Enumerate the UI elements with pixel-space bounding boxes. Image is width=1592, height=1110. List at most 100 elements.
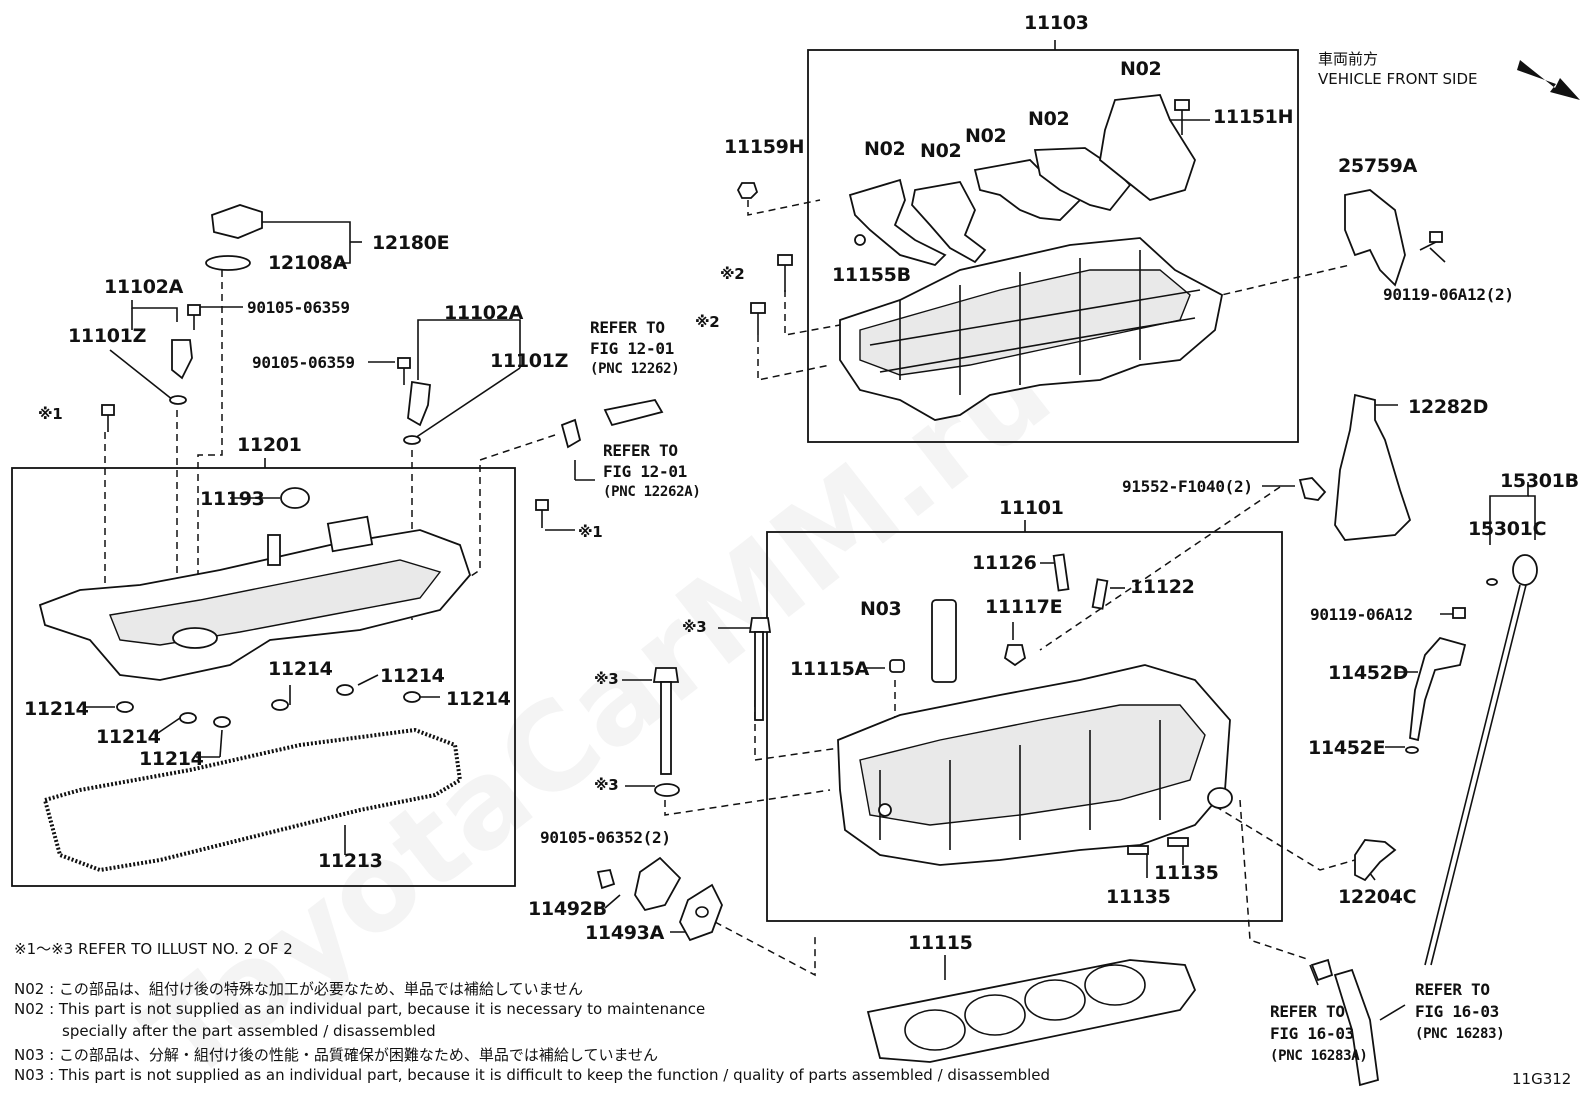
label-n02-e: N02 — [1120, 58, 1162, 80]
label-11214-a: 11214 — [268, 658, 333, 680]
refer4-line2: FIG 16-03 — [1415, 1002, 1499, 1021]
direction-jp: 車両前方 — [1318, 50, 1379, 68]
refer2-line1: REFER TO — [603, 441, 678, 460]
label-11214-d: 11214 — [24, 698, 89, 720]
refer1-line3: (PNC 12262) — [590, 361, 680, 377]
refer-pipe — [560, 398, 664, 449]
note-n03-en: N03 : This part is not supplied as an in… — [14, 1066, 1051, 1084]
mark-2-a: ※2 — [720, 265, 745, 283]
label-11122: 11122 — [1130, 576, 1195, 598]
label-11493A: 11493A — [585, 922, 665, 944]
label-15301B: 15301B — [1500, 470, 1579, 492]
note-n02-en2: specially after the part assembled / dis… — [62, 1022, 436, 1040]
label-11117E: 11117E — [985, 596, 1063, 618]
label-11155B: 11155B — [832, 264, 911, 286]
label-15301C: 15301C — [1468, 518, 1547, 540]
label-25759A: 25759A — [1338, 155, 1418, 177]
note-n02-jp: N02 : この部品は、組付け後の特殊な加工が必要なため、単品では補給していませ… — [14, 980, 584, 998]
note-n02-en1: N02 : This part is not supplied as an in… — [14, 1000, 706, 1018]
bolt-91552 — [1298, 477, 1327, 501]
label-11103: 11103 — [1024, 12, 1089, 34]
cylinder-head-cover — [38, 487, 472, 681]
label-11452D: 11452D — [1328, 662, 1409, 684]
camshaft-housing — [839, 237, 1224, 421]
label-12108A: 12108A — [268, 252, 348, 274]
cover-gasket — [42, 727, 463, 873]
label-11101: 11101 — [999, 497, 1064, 519]
label-11159H: 11159H — [724, 136, 805, 158]
hose-fitting — [1310, 958, 1379, 1087]
dipstick-15301B — [1424, 554, 1538, 966]
cylinder-head — [837, 664, 1233, 866]
label-11102A-right: 11102A — [444, 302, 524, 324]
label-11151H: 11151H — [1213, 106, 1294, 128]
label-n02-a: N02 — [864, 138, 906, 160]
label-11101Z-right: 11101Z — [490, 350, 569, 372]
label-11214-f: 11214 — [139, 748, 204, 770]
refer2-line3: (PNC 12262A) — [603, 484, 701, 500]
label-11452E: 11452E — [1308, 737, 1386, 759]
refer4-line3: (PNC 16283) — [1415, 1026, 1505, 1042]
mark-1-b: ※1 — [578, 523, 603, 541]
label-11214-c: 11214 — [446, 688, 511, 710]
label-11115A: 11115A — [790, 658, 870, 680]
guide-11452D — [1405, 607, 1467, 754]
refer3-line3: (PNC 16283A) — [1270, 1048, 1368, 1064]
label-91552-F1040-2: 91552-F1040(2) — [1122, 477, 1253, 496]
mark-1-a: ※1 — [38, 405, 63, 423]
label-11213: 11213 — [318, 850, 383, 872]
oil-filler-cap — [205, 204, 263, 271]
refer4-line1: REFER TO — [1415, 980, 1490, 999]
label-12180E: 12180E — [372, 232, 450, 254]
note-n03-jp: N03 : この部品は、分解・組付け後の性能・品質確保が困難なため、単品では補給… — [14, 1046, 659, 1064]
label-90105-06359-a: 90105-06359 — [247, 298, 350, 317]
head-small-parts — [889, 553, 1109, 683]
label-11135-a: 11135 — [1154, 862, 1219, 884]
bolts-11103 — [736, 99, 1190, 335]
head-gasket — [866, 959, 1197, 1063]
bearing-caps — [848, 94, 1196, 267]
refer3-line2: FIG 16-03 — [1270, 1024, 1354, 1043]
mark-3-c: ※3 — [594, 776, 619, 794]
cover-plates — [596, 856, 723, 942]
hanger-12282D — [1334, 393, 1412, 541]
box-11103 — [807, 49, 1299, 443]
label-11214-e: 11214 — [96, 726, 161, 748]
label-12282D: 12282D — [1408, 396, 1489, 418]
head-bolts — [652, 617, 772, 797]
arrow-icon — [1517, 60, 1580, 100]
label-n02-c: N02 — [965, 125, 1007, 147]
note-refer-illust: ※1～※3 REFER TO ILLUST NO. 2 OF 2 — [14, 940, 293, 958]
label-11193: 11193 — [200, 488, 265, 510]
bracket-25759A — [1344, 189, 1406, 287]
label-90119-06A12: 90119-06A12 — [1310, 605, 1413, 624]
refer1-line1: REFER TO — [590, 318, 665, 337]
label-12204C: 12204C — [1338, 886, 1417, 908]
label-90105-06352-2: 90105-06352(2) — [540, 828, 671, 847]
refer2-line2: FIG 12-01 — [603, 462, 687, 481]
label-n02-b: N02 — [920, 140, 962, 162]
label-90105-06359-b: 90105-06359 — [252, 353, 355, 372]
label-11135-b: 11135 — [1106, 886, 1171, 908]
mark-2-b: ※2 — [695, 313, 720, 331]
mark-3-b: ※3 — [594, 670, 619, 688]
bolt-90119-06A12-2 — [1419, 231, 1443, 251]
plug-12204C — [1354, 839, 1397, 882]
refer3-line1: REFER TO — [1270, 1002, 1345, 1021]
box-11201 — [11, 467, 516, 887]
label-11102A-left: 11102A — [104, 276, 184, 298]
label-90119-06A12-2: 90119-06A12(2) — [1383, 285, 1514, 304]
label-11201: 11201 — [237, 434, 302, 456]
label-n02-d: N02 — [1028, 108, 1070, 130]
refer1-line2: FIG 12-01 — [590, 339, 674, 358]
illustration-number: 11G312 — [1512, 1070, 1572, 1088]
label-n03: N03 — [860, 598, 902, 620]
label-11126: 11126 — [972, 552, 1037, 574]
mark-3-a: ※3 — [682, 618, 707, 636]
label-11101Z-left: 11101Z — [68, 325, 147, 347]
clips-11214 — [116, 684, 421, 728]
direction-en: VEHICLE FRONT SIDE — [1318, 70, 1478, 88]
label-11214-b: 11214 — [380, 665, 445, 687]
